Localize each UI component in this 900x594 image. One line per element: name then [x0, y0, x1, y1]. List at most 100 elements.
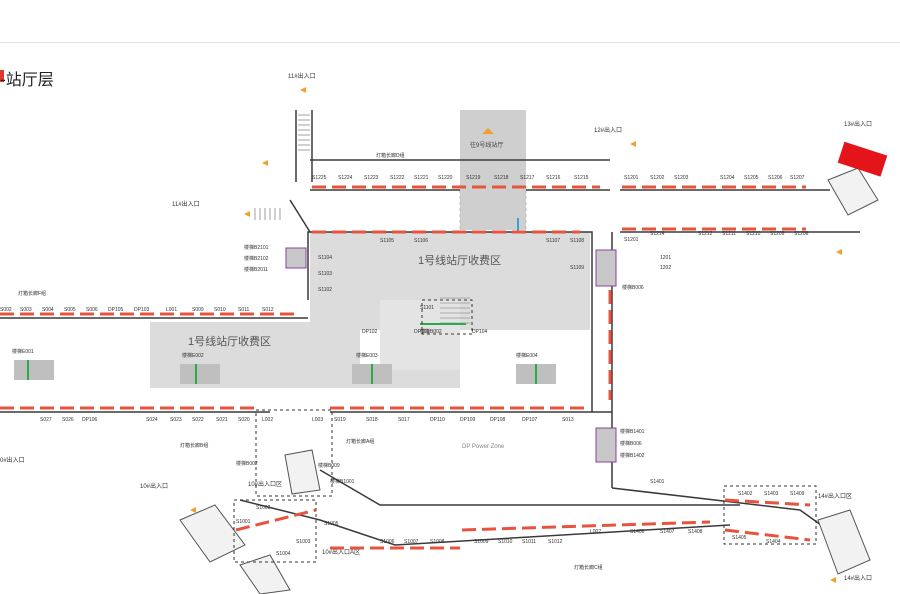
codes-dp103: DP103	[134, 307, 150, 313]
codes-s1107: S1107	[546, 238, 561, 244]
codes-s1218: S1218	[494, 175, 509, 181]
codes-l003: L003	[312, 417, 324, 423]
escalators-e4: 楼梯E001	[12, 349, 34, 355]
escalator-b006	[595, 249, 617, 287]
codes-s1224: S1224	[338, 175, 353, 181]
codes-s1225: S1225	[312, 175, 327, 181]
codes-s1003: S1003	[296, 539, 311, 545]
light-group-bottom: 灯箱长廊C组	[574, 565, 603, 571]
codes-s023: S023	[170, 417, 182, 423]
codes-s1101: S1101	[420, 305, 435, 311]
transfer-label: 往9号线站厅	[470, 143, 504, 149]
codes-s1404: S1404	[766, 539, 781, 545]
stairs-10a	[179, 504, 246, 563]
codes-l001: L001	[166, 307, 178, 313]
codes-s1006: S1006	[380, 539, 395, 545]
codes-s1209: S1209	[770, 231, 785, 237]
codes-s1007: S1007	[404, 539, 419, 545]
codes-s1409: S1409	[790, 491, 805, 497]
exit-10-lower-zone: 10#出入口A区	[322, 550, 361, 556]
codes-s1202: S1202	[650, 175, 665, 181]
exit-markers	[190, 87, 842, 583]
codes-s1109: S1109	[570, 265, 585, 271]
escalator-group	[14, 218, 617, 463]
header-rule	[0, 42, 900, 43]
codes-s022: S022	[192, 417, 204, 423]
codes-s013: S013	[562, 417, 574, 423]
codes-s1203: S1203	[674, 175, 689, 181]
codes-s1108: S1108	[570, 238, 585, 244]
codes-s1208: S1208	[794, 231, 809, 237]
codes-s027: S027	[40, 417, 52, 423]
stairs-13	[827, 167, 879, 216]
exit-14-zone: 14#出入口区	[818, 494, 853, 500]
exit-12: 12#出入口	[594, 128, 623, 134]
escalators-e14: 楼梯B1001	[330, 479, 355, 485]
codes-s1405: S1405	[732, 535, 747, 541]
escalators-e10: 楼梯B006	[620, 441, 642, 447]
codes-dp109: DP109	[460, 417, 476, 423]
codes-s1008: S1008	[430, 539, 445, 545]
codes-dp101: DP101	[414, 329, 430, 335]
codes-s1011: S1011	[522, 539, 537, 545]
codes-s1216: S1216	[546, 175, 561, 181]
codes-s1406: S1406	[630, 529, 645, 535]
codes-l002b: L002	[590, 529, 602, 535]
codes-s1201: S1201	[624, 175, 639, 181]
codes-s1002: S1002	[256, 505, 271, 511]
codes-s1204: S1204	[720, 175, 735, 181]
exit-left: 0#出入口	[0, 458, 25, 464]
stairs-top	[298, 114, 310, 151]
codes-s1205: S1205	[744, 175, 759, 181]
codes-s018: S018	[366, 417, 378, 423]
escalators-e12: 楼梯B002	[236, 461, 258, 467]
escalator-e001	[14, 360, 54, 380]
escalators-e1: 楼梯B2101	[244, 245, 269, 251]
stairs-left	[254, 208, 281, 220]
codes-dp105: DP105	[108, 307, 124, 313]
codes-s1009: S1009	[474, 539, 489, 545]
page-title: -站厅层	[0, 70, 54, 89]
codes-dp108: DP108	[490, 417, 506, 423]
codes-s1212: S1212	[698, 231, 713, 237]
codes-s012: S012	[262, 307, 274, 313]
escalators-e2: 楼梯B2102	[244, 256, 269, 262]
light-group-left: 灯箱长廊F组	[18, 291, 47, 297]
codes-s1222: S1222	[390, 175, 405, 181]
codes-s1217: S1217	[520, 175, 535, 181]
codes-s011: S011	[238, 307, 250, 313]
codes-dp110: DP110	[430, 417, 445, 423]
exit-14: 14#出入口	[844, 576, 873, 582]
codes-s026: S026	[62, 417, 74, 423]
exit-13-marker	[837, 141, 888, 177]
codes-s021: S021	[216, 417, 228, 423]
codes-s1401: S1401	[650, 479, 665, 485]
codes-s1010: S1010	[498, 539, 513, 545]
escalators-e13: 楼梯B009	[318, 463, 340, 469]
codes-c1202: 1202	[660, 265, 672, 271]
codes-dp104: DP104	[472, 329, 488, 335]
codes-s1223: S1223	[364, 175, 379, 181]
light-group-mid-right: 灯箱长廊A组	[346, 439, 375, 445]
light-group-mid-left: 灯箱长廊B组	[180, 443, 209, 449]
codes-s1207: S1207	[790, 175, 805, 181]
codes-c1201: 1201	[660, 255, 672, 261]
dashed-zones	[233, 299, 817, 563]
exit-10: 10#出入口	[140, 484, 169, 490]
codes-s1211: S1211	[722, 231, 737, 237]
escalators-e6: 楼梯E003	[356, 353, 378, 359]
paid-area-label: 1号线站厅收费区	[418, 255, 502, 267]
codes-s1103: S1103	[318, 271, 333, 277]
codes-s017: S017	[398, 417, 410, 423]
exit-11-left: 11#出入口	[172, 202, 200, 208]
escalators-e5: 楼梯E002	[182, 353, 204, 359]
codes-s1215: S1215	[574, 175, 589, 181]
codes-s020: S020	[238, 417, 250, 423]
codes-dp106: DP106	[82, 417, 98, 423]
codes-s1214: S1214	[650, 231, 665, 237]
escalator-e002	[180, 364, 220, 384]
transfer-area	[460, 110, 526, 230]
codes-s004: S004	[42, 307, 54, 313]
codes-s1210: S1210	[746, 231, 761, 237]
